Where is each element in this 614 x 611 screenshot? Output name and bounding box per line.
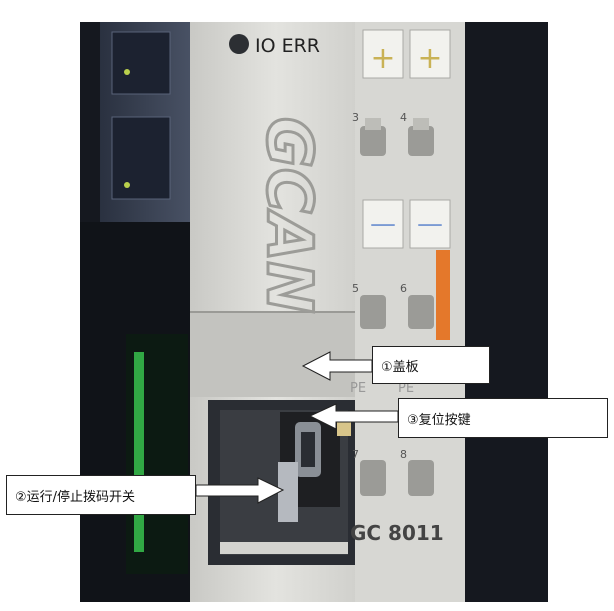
terminal-number: 3 — [352, 111, 359, 124]
terminal-number: 4 — [400, 111, 407, 124]
terminal-number: 8 — [400, 448, 407, 461]
pe-label: PE — [398, 381, 414, 396]
device-photo: GCAN IO ERR + + 3 4 — — — [80, 22, 548, 602]
plus-terminal-label: + — [370, 41, 395, 76]
io-err-label: IO ERR — [255, 35, 320, 57]
model-label: GC 8011 — [350, 521, 444, 545]
minus-terminal-label: — — [370, 209, 396, 239]
orange-tab — [436, 250, 450, 340]
switch-callout-label: ②运行/停止拨码开关 — [15, 489, 136, 505]
plus-terminal-label: + — [417, 41, 442, 76]
cover-callout-label: ①盖板 — [381, 359, 419, 375]
terminal-number: 7 — [352, 448, 359, 461]
run-stop-switch[interactable] — [278, 462, 298, 522]
reset-callout-label: ③复位按键 — [407, 412, 471, 428]
io-err-led — [229, 34, 249, 54]
reset-callout: ③复位按键 — [398, 398, 608, 438]
screw-clamps-row-1 — [360, 118, 434, 156]
terminal-number: 6 — [400, 282, 407, 295]
reset-button[interactable] — [337, 414, 351, 436]
device-illustration: GCAN IO ERR + + 3 4 — — — [80, 22, 548, 602]
screw-clamps-row-2 — [360, 295, 434, 329]
screw-clamps-row-3 — [360, 460, 434, 496]
terminal-number: 5 — [352, 282, 359, 295]
cover-callout: ①盖板 — [372, 346, 490, 384]
minus-terminal-label: — — [417, 209, 443, 239]
gcan-logo: GCAN — [253, 117, 326, 313]
pe-label: PE — [350, 381, 366, 396]
switch-callout: ②运行/停止拨码开关 — [6, 475, 196, 515]
